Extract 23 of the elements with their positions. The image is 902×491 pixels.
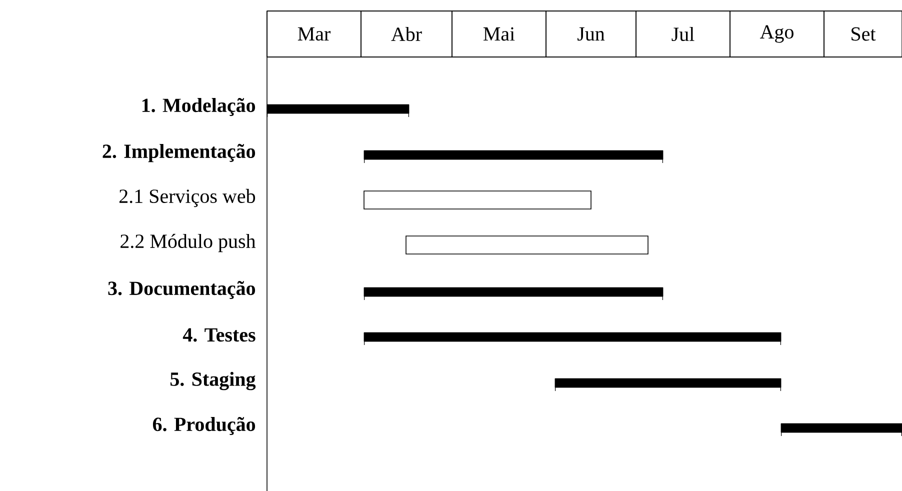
month-cell: Ago bbox=[730, 10, 824, 58]
task-bar bbox=[266, 104, 410, 118]
task-label: 4. Testes bbox=[182, 328, 256, 342]
task-label: 5. Staging bbox=[170, 372, 256, 390]
task-bar bbox=[364, 287, 664, 300]
task-bar bbox=[364, 190, 592, 210]
task-label: 2.2 Módulo push bbox=[120, 234, 256, 252]
task-bar bbox=[364, 150, 664, 164]
task-label: 1. Modelação bbox=[142, 98, 256, 116]
task-bar bbox=[554, 378, 782, 392]
month-cell: Jun bbox=[546, 10, 636, 58]
month-cell: Mar bbox=[266, 10, 362, 58]
task-bar bbox=[364, 332, 782, 346]
task-label: 2.1 Serviços web bbox=[119, 188, 256, 208]
task-bar bbox=[780, 423, 902, 436]
task-bar bbox=[406, 236, 648, 254]
month-cell: Jul bbox=[636, 10, 730, 58]
month-cell: Abr bbox=[360, 10, 452, 58]
month-cell: Mai bbox=[452, 10, 546, 58]
task-label: 3. Documentação bbox=[108, 280, 256, 300]
task-label: 2. Implementação bbox=[102, 144, 256, 162]
task-label: 6. Produção bbox=[152, 416, 256, 436]
month-cell: Set bbox=[824, 10, 902, 58]
